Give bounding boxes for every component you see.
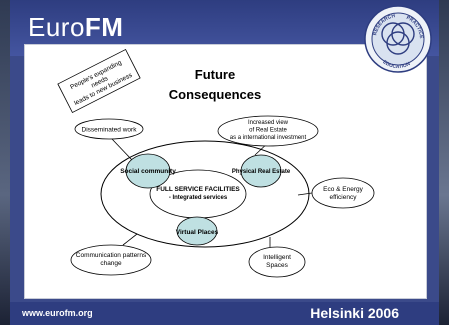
badge-label-education: EDUCATION <box>382 59 412 70</box>
slide-footer: www.eurofm.org Helsinki 2006 <box>10 302 439 325</box>
outer-intelligent-spaces <box>248 246 306 278</box>
outer-communication-label-1: Communication patterns <box>76 252 147 259</box>
node-social-community <box>125 153 171 189</box>
badge-venn-circle-3 <box>386 31 410 55</box>
diagram-title-line1: Future <box>195 67 235 82</box>
background-right-strip <box>439 0 449 325</box>
brand-suffix: FM <box>84 12 124 42</box>
outer-real-estate-view <box>217 115 319 147</box>
venn-badge-svg: RESEARCH PRACTICE EDUCATION <box>364 5 432 73</box>
brand-logo: EuroFM <box>28 12 123 43</box>
brand-prefix: Euro <box>28 12 85 42</box>
center-label-2: - Integrated services <box>169 195 228 201</box>
outer-intelligent-label-2: Spaces <box>266 262 288 269</box>
outer-real-estate-label-2: of Real Estate <box>249 128 287 134</box>
outer-ellipse <box>100 140 310 248</box>
diagram-title-line2: Consequences <box>169 87 261 102</box>
outer-intelligent-label-1: Intelligent <box>263 254 291 261</box>
center-label-1: FULL SERVICE FACILITIES <box>156 186 240 193</box>
venn-badge-logo: RESEARCH PRACTICE EDUCATION <box>363 4 433 74</box>
outer-eco-label-2: efficiency <box>330 194 358 201</box>
outer-disseminated-work <box>74 118 144 140</box>
background-left-strip <box>0 0 10 325</box>
footer-url-link[interactable]: www.eurofm.org <box>22 308 93 318</box>
diagram-panel: FULL SERVICE FACILITIES - Integrated ser… <box>24 44 427 299</box>
connector-disseminated <box>111 138 133 161</box>
outer-communication-label-2: change <box>100 260 122 267</box>
connector-communication <box>122 233 138 246</box>
footer-event-label: Helsinki 2006 <box>310 305 399 321</box>
outer-real-estate-label-3: as a international investment <box>230 135 307 141</box>
diagram-svg: FULL SERVICE FACILITIES - Integrated ser… <box>57 48 375 278</box>
outer-real-estate-label-1: Increased view <box>248 120 289 126</box>
node-virtual-label: Virtual Places <box>176 229 219 236</box>
note-box: People's expanding needs leads to new bu… <box>57 48 141 114</box>
outer-communication-patterns <box>70 244 152 276</box>
node-physical-label: Physical Real Estate <box>232 169 291 175</box>
slide: EuroFM FULL SERVICE FACILITIES - Integra… <box>10 0 439 325</box>
outer-eco-label-1: Eco & Energy <box>323 186 363 193</box>
node-physical-real-estate <box>240 154 282 188</box>
outer-eco-energy <box>311 177 375 209</box>
node-social-label: Social community <box>120 168 176 175</box>
connector-eco <box>297 192 313 196</box>
node-virtual-places <box>176 216 218 246</box>
outer-disseminated-label: Disseminated work <box>82 127 138 134</box>
note-box-frame <box>57 48 141 114</box>
